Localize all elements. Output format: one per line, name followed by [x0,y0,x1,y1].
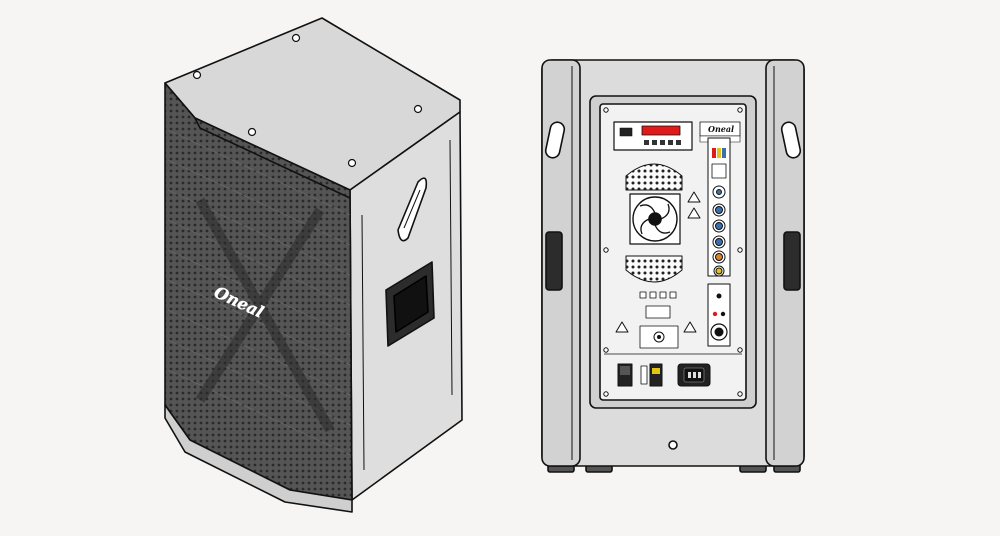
front-speaker-bottom [164,404,353,513]
ac-power-inlet [677,363,711,387]
fan-icon [629,193,681,245]
rear-right-handle [783,231,801,291]
power-switch-icon [617,363,633,387]
front-speaker [164,17,463,513]
control-knobs [712,185,726,277]
fuse-holder [640,365,648,385]
upper-vent-grille [625,163,683,191]
warning-triangle-icon [615,191,701,333]
voltage-selector [649,363,663,387]
rear-speaker [541,59,805,473]
xlr-jack-icon [710,323,728,341]
rear-left-handle [545,231,563,291]
display-screen [641,125,681,136]
rear-logo: Oneal [708,124,734,134]
usb-slot [619,127,633,137]
label-plate [645,305,671,319]
lower-vent-grille [625,255,683,283]
